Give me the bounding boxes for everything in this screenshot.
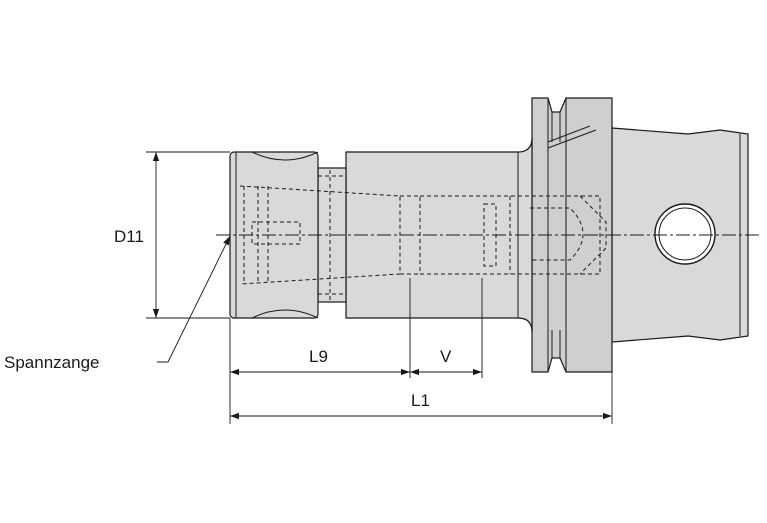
v-label: V <box>440 347 452 366</box>
d11-label: D11 <box>114 227 144 246</box>
l1-label: L1 <box>411 391 430 410</box>
d11-dimension: D11 <box>114 151 230 319</box>
shank-hole <box>654 203 716 265</box>
v-dimension: V <box>410 347 482 376</box>
l9-dimension: L9 <box>230 347 410 376</box>
collet-label: Spannzange <box>4 353 99 372</box>
main-body-shape <box>345 137 533 333</box>
l9-label: L9 <box>309 347 328 366</box>
l1-dimension: L1 <box>230 391 612 420</box>
collet-leader: Spannzange <box>4 235 231 372</box>
